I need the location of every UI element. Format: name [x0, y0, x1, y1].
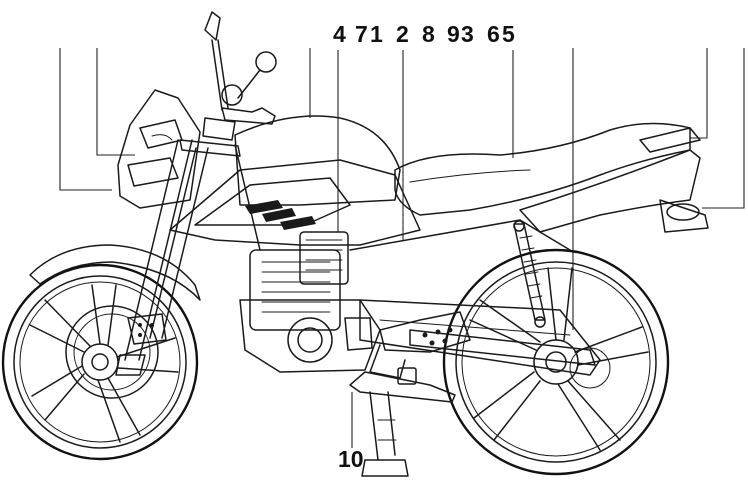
callout-5: 5 — [502, 21, 515, 47]
front-wheel — [1, 263, 199, 461]
callout-7: 7 — [355, 21, 368, 47]
handlebars — [179, 11, 277, 157]
seat — [394, 122, 691, 216]
callout-9: 9 — [447, 21, 460, 47]
callout-10: 10 — [338, 446, 364, 472]
footrest — [369, 311, 471, 385]
front-fender — [29, 244, 201, 301]
leader-grab-rail — [690, 48, 708, 139]
engine — [239, 231, 381, 373]
callout-8: 8 — [422, 21, 435, 47]
headlight-cowl — [117, 89, 201, 209]
rear-wheel — [442, 248, 670, 476]
callout-3: 3 — [461, 21, 474, 47]
callout-4: 4 — [333, 21, 346, 47]
leader-taillight — [702, 48, 745, 209]
fuel-tank — [169, 115, 421, 246]
callout-1: 1 — [370, 21, 383, 47]
tail-section — [519, 127, 709, 233]
callout-labels: 4 7 1 2 8 9 3 6 5 10 — [333, 21, 515, 472]
callout-2: 2 — [396, 21, 409, 47]
leader-headlight-left — [59, 48, 112, 191]
leader-headlight — [96, 48, 135, 156]
frame — [234, 144, 601, 376]
front-forks — [115, 139, 209, 376]
stand — [349, 371, 456, 477]
callout-6: 6 — [487, 21, 500, 47]
leader-lines — [59, 48, 745, 448]
